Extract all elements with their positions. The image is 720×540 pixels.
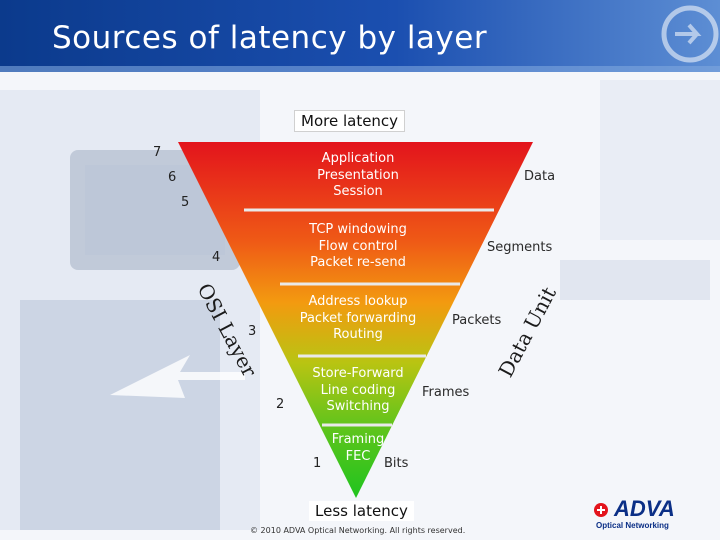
logo-brand: ADVA (614, 496, 675, 521)
adva-logo: ADVA Optical Networking (592, 496, 710, 532)
layer-1-text: Framing FEC (326, 432, 390, 465)
osi-number-2: 2 (276, 397, 285, 412)
layer-line: Line coding (320, 382, 396, 398)
data-unit-data: Data (524, 169, 556, 184)
osi-number-6: 6 (168, 170, 177, 185)
less-latency-label: Less latency (309, 501, 414, 521)
data-unit-segments: Segments (487, 240, 553, 255)
layer-line: Packet re-send (310, 255, 406, 270)
layer-line: Packet forwarding (299, 310, 417, 326)
header-banner (0, 0, 720, 72)
data-unit-packets: Packets (452, 313, 502, 328)
layer-line: FEC (345, 448, 371, 464)
layer-line: Address lookup (308, 294, 408, 309)
pyramid-triangle (178, 142, 533, 498)
logo-subtitle: Optical Networking (596, 521, 669, 530)
layer-line: Switching (326, 399, 390, 414)
layer-3-text: Address lookup Packet forwarding Routing (286, 294, 430, 344)
header-logo-mark (661, 5, 719, 63)
layer-line: TCP windowing (309, 222, 407, 237)
data-unit-frames: Frames (422, 385, 470, 400)
layer-4-text: TCP windowing Flow control Packet re-sen… (296, 222, 420, 272)
copyright-footer: © 2010 ADVA Optical Networking. All righ… (250, 526, 466, 535)
layer-line: Application (321, 151, 395, 166)
layer-line: Presentation (317, 167, 399, 183)
layer-line: Framing (331, 432, 385, 447)
more-latency-label: More latency (294, 110, 406, 132)
layer-line: Routing (333, 327, 383, 342)
layer-line: Session (333, 184, 383, 199)
layer-2-text: Store-Forward Line coding Switching (302, 366, 414, 416)
layer-line: Flow control (318, 238, 398, 254)
adva-logo-mark (594, 503, 608, 517)
osi-number-3: 3 (248, 324, 257, 339)
osi-number-7: 7 (153, 145, 162, 160)
layer-line: Store-Forward (312, 366, 404, 381)
osi-number-5: 5 (181, 195, 190, 210)
osi-number-4: 4 (212, 250, 221, 265)
osi-number-1: 1 (313, 456, 322, 471)
page-title: Sources of latency by layer (52, 20, 488, 56)
data-unit-bits: Bits (384, 456, 409, 471)
layer-7-5-text: Application Presentation Session (300, 151, 416, 201)
